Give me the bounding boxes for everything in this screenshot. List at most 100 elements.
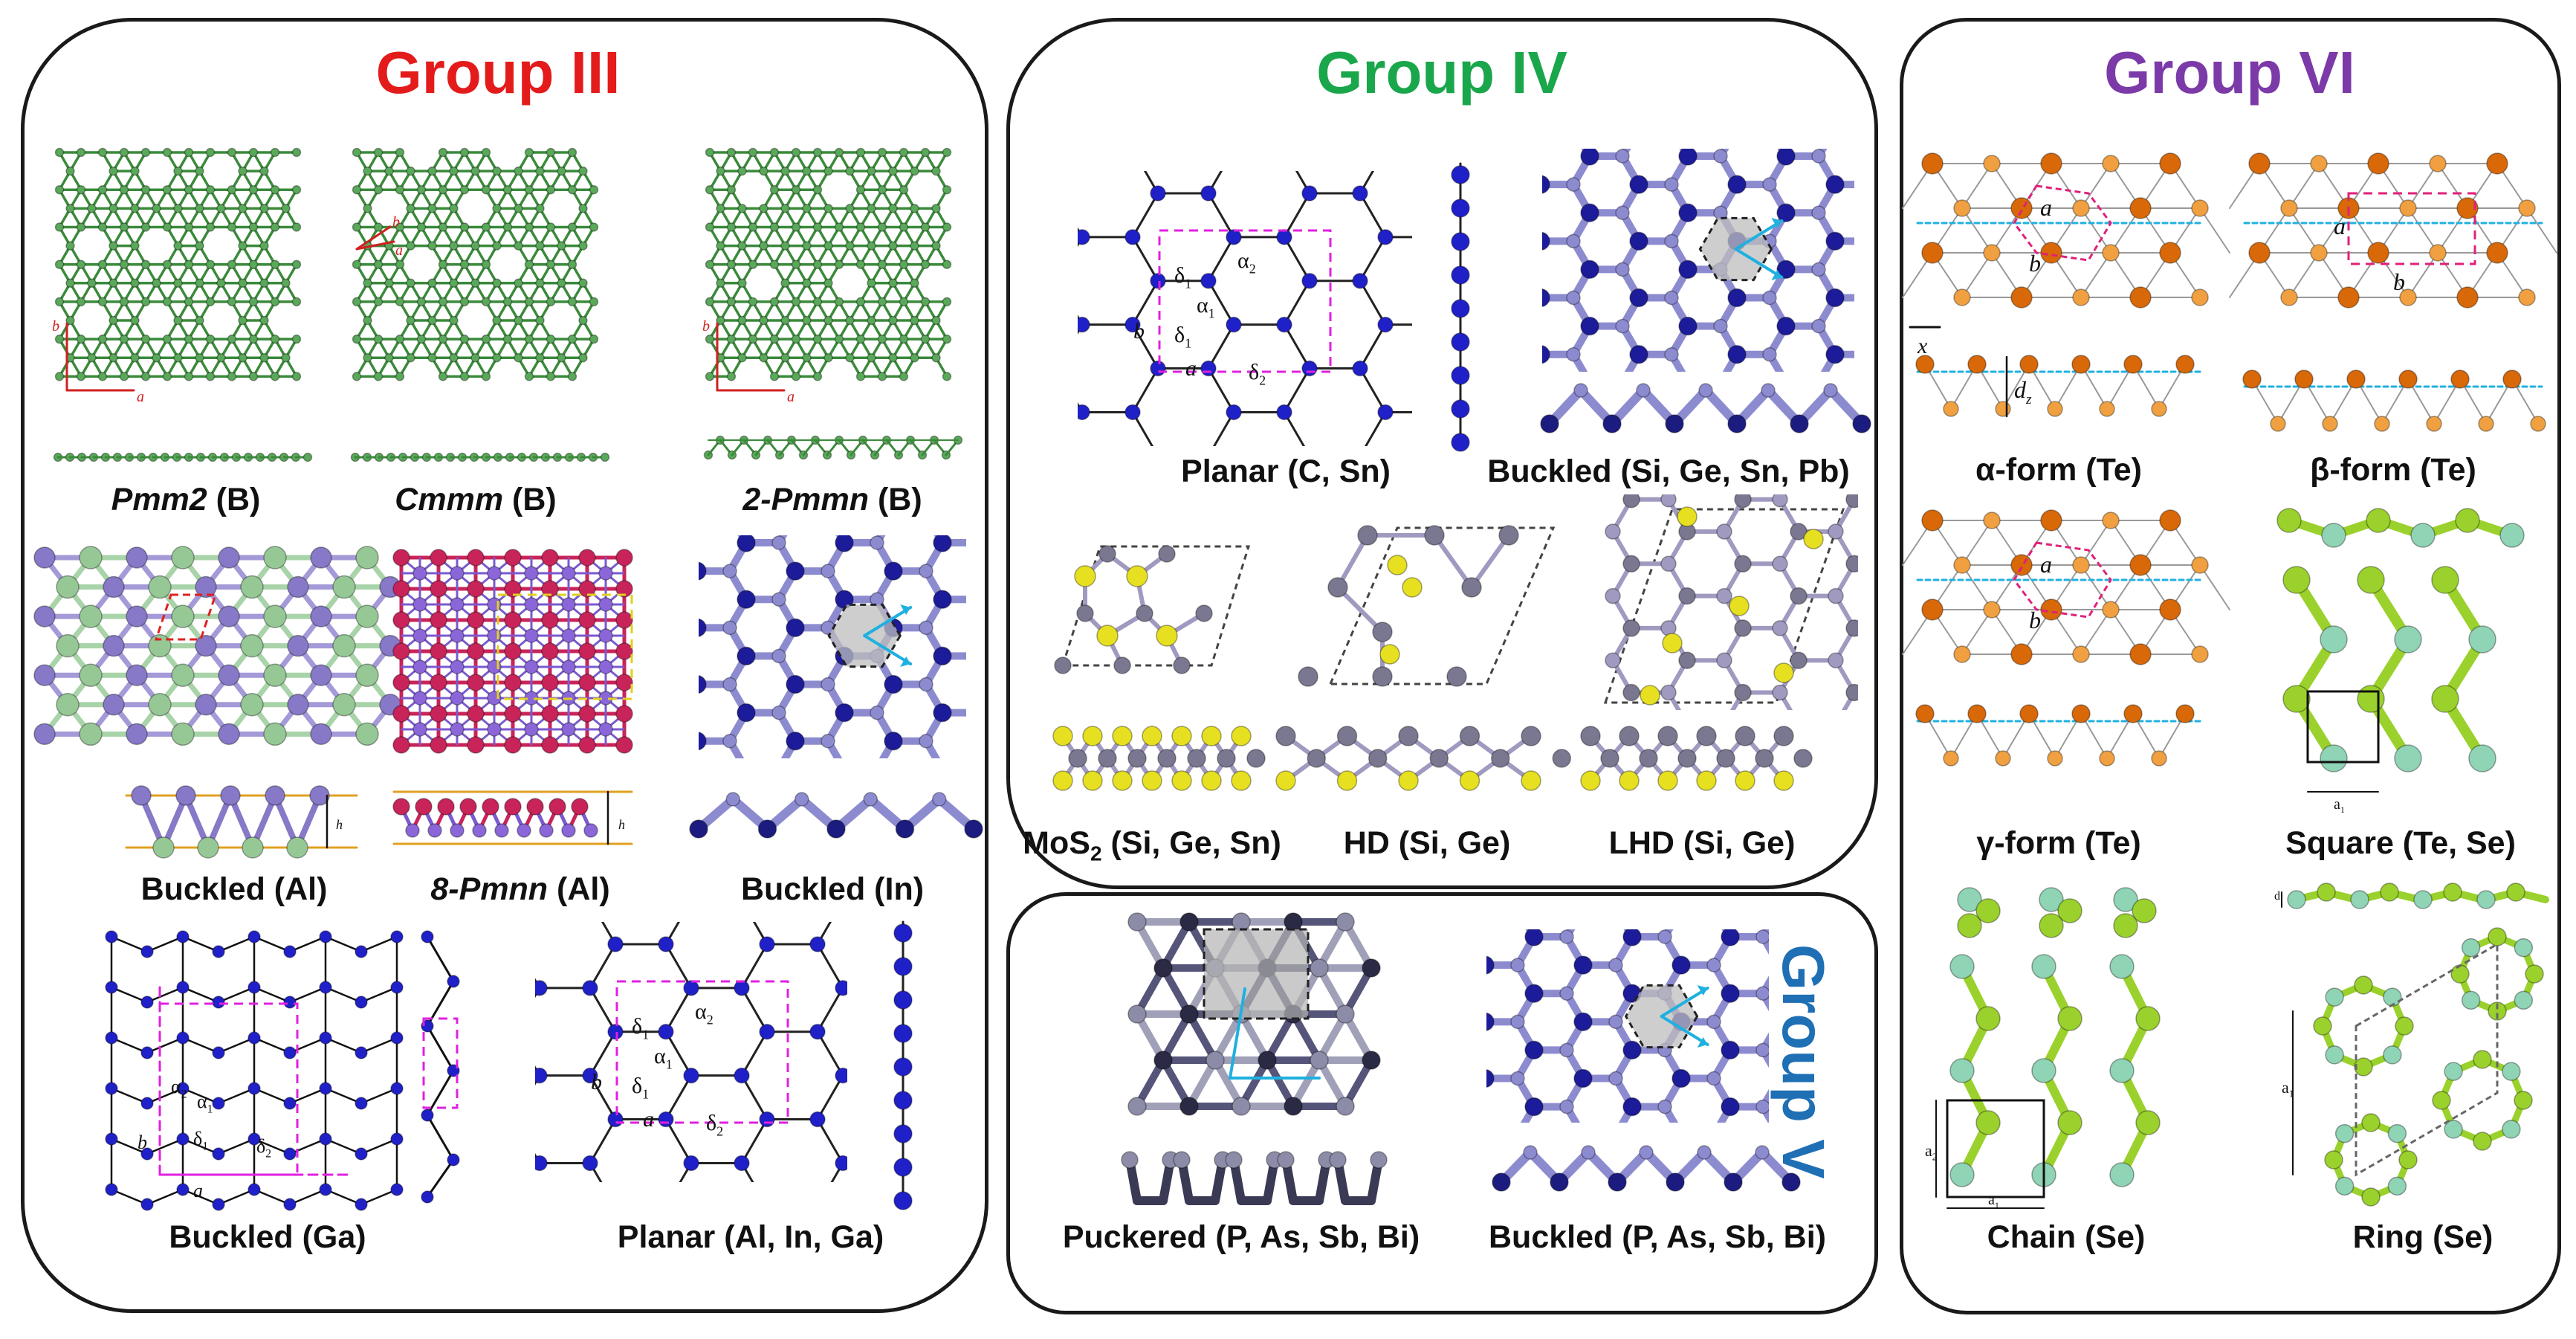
- atom: [56, 575, 80, 599]
- group-v-title: Group V: [1770, 944, 1836, 1179]
- boron-atom: [481, 147, 491, 158]
- al-atom: [392, 580, 410, 598]
- boron-atom: [769, 259, 780, 269]
- se-atom: [2514, 1091, 2533, 1110]
- boron-atom: [119, 334, 129, 344]
- atom: [1078, 229, 1090, 245]
- atom: [1068, 749, 1087, 768]
- atom: [1727, 175, 1747, 194]
- al-atom: [412, 691, 427, 706]
- atom: [1622, 494, 1640, 509]
- te-atom: [1943, 750, 1959, 767]
- boron-atom: [600, 452, 610, 462]
- boron-atom: [877, 184, 887, 195]
- boron-atom: [759, 241, 768, 251]
- se-atom: [1949, 954, 1975, 979]
- atom: [1608, 1014, 1623, 1030]
- boron-atom: [726, 147, 737, 158]
- atom: [1142, 770, 1162, 791]
- ga-atom: [140, 996, 154, 1009]
- atom: [1721, 1097, 1740, 1117]
- atom: [1755, 929, 1769, 944]
- atom: [835, 980, 847, 996]
- boron-atom: [227, 372, 237, 381]
- boron-atom: [459, 372, 470, 381]
- ga-atom: [390, 1183, 404, 1196]
- ga-atom: [390, 1031, 404, 1045]
- se-atom: [2287, 890, 2306, 909]
- boron-atom: [438, 259, 448, 269]
- se-atom: [2455, 508, 2480, 533]
- atom: [1793, 749, 1813, 768]
- atom: [171, 722, 195, 746]
- boron-atom: [567, 222, 577, 232]
- boron-atom: [427, 241, 437, 251]
- te-atom: [1915, 704, 1935, 723]
- atom: [1734, 619, 1752, 637]
- boron-atom: [162, 147, 172, 158]
- bond: [324, 935, 363, 953]
- metal-atom: [1498, 525, 1519, 546]
- boron-atom: [899, 147, 909, 158]
- atom: [1811, 149, 1826, 164]
- al-atom: [615, 674, 633, 691]
- boron-atom: [395, 147, 405, 158]
- boron-atom: [97, 372, 108, 381]
- atom: [835, 535, 854, 552]
- al-atom: [392, 642, 410, 660]
- bond: [1131, 323, 1159, 370]
- bond: [288, 935, 327, 953]
- atom: [171, 663, 195, 687]
- atom: [1377, 229, 1394, 245]
- gamma-form-label: γ-form (Te): [1976, 825, 2141, 861]
- te-atom: [2159, 242, 2181, 264]
- bond: [740, 987, 768, 1033]
- al-atom: [286, 836, 308, 859]
- al-atom: [504, 674, 522, 691]
- boron-atom: [152, 353, 161, 363]
- atom: [535, 1155, 548, 1172]
- bond: [217, 986, 256, 1004]
- group-vi-title: Group VI: [2104, 39, 2355, 106]
- boron-atom: [395, 372, 405, 381]
- ga-atom: [319, 981, 332, 994]
- atom: [1721, 984, 1740, 1003]
- te-atom: [2398, 370, 2418, 389]
- boron-atom: [470, 278, 480, 288]
- boron-atom: [470, 353, 480, 363]
- bond: [740, 1030, 768, 1077]
- boron-atom: [97, 259, 108, 269]
- bond: [740, 1118, 768, 1164]
- al-atom: [467, 705, 485, 723]
- atom: [683, 1155, 699, 1172]
- atom: [1231, 726, 1252, 746]
- te-atom: [1943, 401, 1959, 417]
- boron-atom: [449, 353, 459, 363]
- te-atom: [2191, 556, 2209, 574]
- atom: [699, 618, 707, 637]
- ga-atom: [176, 981, 190, 994]
- al-atom: [430, 611, 447, 629]
- label-b: b: [392, 214, 400, 230]
- bond: [816, 943, 844, 990]
- label-b: b: [137, 1132, 147, 1153]
- ga-atom: [283, 1147, 297, 1161]
- se-atom: [2461, 990, 2481, 1010]
- side-atom: [725, 792, 740, 807]
- boron-atom: [557, 166, 566, 176]
- boron-atom: [855, 372, 866, 381]
- atom: [1660, 555, 1677, 572]
- atom: [1276, 316, 1292, 333]
- buckled-p-side-view: [1492, 1145, 1801, 1192]
- side-atom: [1724, 1172, 1743, 1192]
- label-a1: a1: [1988, 1192, 1999, 1210]
- te-atom: [2019, 704, 2039, 723]
- side-atom: [757, 819, 777, 839]
- atom: [1491, 749, 1510, 768]
- label-a: a: [137, 389, 144, 405]
- bond: [324, 1138, 363, 1155]
- bond: [217, 1188, 256, 1206]
- 8-pmnn-label: 8-Pmnn (Al): [430, 871, 610, 907]
- p-atom: [1173, 1151, 1191, 1169]
- hd-side-view: [1275, 726, 1571, 791]
